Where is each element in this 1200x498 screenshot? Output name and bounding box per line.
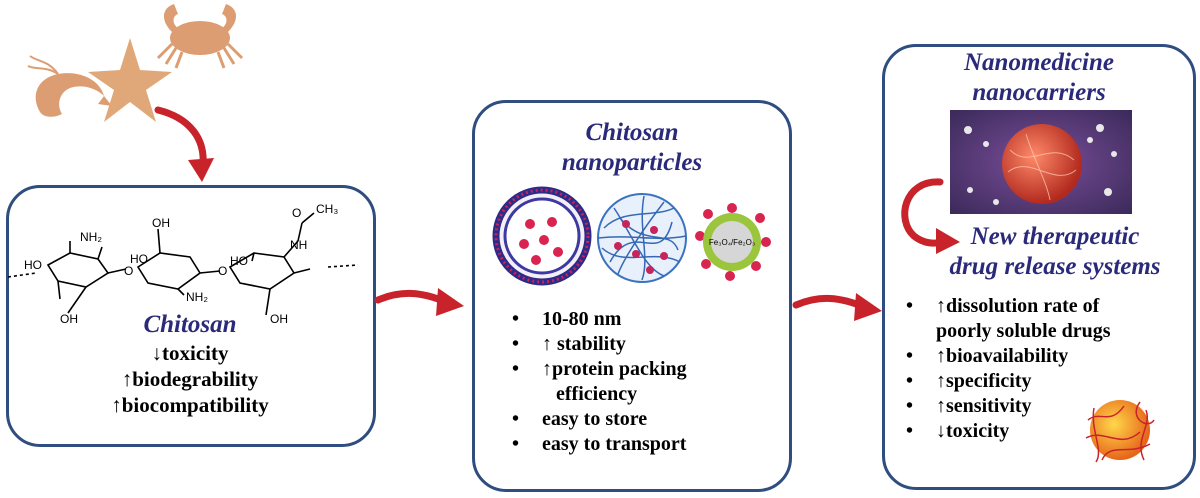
np-bullet-size: 10-80 nm xyxy=(506,307,786,332)
label-o-link1: O xyxy=(124,264,133,278)
nc-bullet-bioavailability: ↑bioavailability xyxy=(900,344,1190,369)
label-nh2-bottom: NH₂ xyxy=(186,290,208,304)
nanoparticles-title-line1: Chitosan xyxy=(585,119,679,146)
nanocarriers-title-line1: Nanomedicine xyxy=(964,49,1114,76)
polymer-network-particle xyxy=(597,193,687,283)
np-bullet-protein: ↑protein packing xyxy=(506,357,786,382)
drug-carrier-sphere xyxy=(1085,400,1155,463)
chitosan-structure: OH NH₂ CH₃ O NH HO O HO O HO NH₂ OH OH xyxy=(7,202,359,326)
starfish-icon xyxy=(88,38,172,122)
label-nh: NH xyxy=(290,238,307,252)
label-oh-bottom2: OH xyxy=(270,312,288,326)
chitosan-title: Chitosan xyxy=(143,311,237,338)
nanocarrier-image xyxy=(950,110,1132,214)
crab-icon xyxy=(156,4,244,69)
label-ho2: HO xyxy=(130,252,148,266)
label-ho3: HO xyxy=(230,254,248,268)
nc-bullet-dissolution-cont: poorly soluble drugs xyxy=(936,320,1111,342)
nanoparticles-title-line2: nanoparticles xyxy=(561,149,703,176)
drug-release-title-line2: drug release systems xyxy=(949,253,1161,280)
nanocarriers-title: Nanomedicine nanocarriers xyxy=(882,48,1196,108)
label-oh1: OH xyxy=(152,216,170,230)
nanoparticle-core-label: Fe₃O₄/Fe₂O₃ xyxy=(709,238,755,247)
drug-release-title: New therapeutic drug release systems xyxy=(930,222,1180,282)
nanoparticle-illustrations: Fe₃O₄/Fe₂O₃ xyxy=(492,186,771,286)
nanoparticles-title: Chitosan nanoparticles xyxy=(472,118,792,178)
label-ch3: CH₃ xyxy=(316,202,338,216)
chitosan-panel xyxy=(6,185,376,447)
nanocarriers-properties: ↑dissolution rate of poorly soluble drug… xyxy=(900,294,1190,444)
label-nh2-top: NH₂ xyxy=(80,230,102,244)
nc-bullet-toxicity: ↓toxicity xyxy=(900,419,1190,444)
label-ho1: HO xyxy=(24,258,42,272)
nanocarriers-title-line2: nanocarriers xyxy=(972,79,1106,106)
arrow-to-chitosan xyxy=(154,106,214,182)
property-toxicity: ↓toxicity xyxy=(151,341,229,365)
arrow-to-nanocarriers xyxy=(792,293,882,321)
label-o: O xyxy=(292,206,301,220)
curved-arrow-release xyxy=(901,178,960,254)
liposome-particle xyxy=(492,186,592,286)
drug-release-title-line1: New therapeutic xyxy=(970,223,1140,250)
nc-bullet-dissolution: ↑dissolution rate of xyxy=(900,294,1190,319)
label-o-link2: O xyxy=(218,264,227,278)
np-bullet-protein-cont: efficiency xyxy=(556,383,638,405)
chitosan-properties: ↓toxicity ↑biodegrability ↑biocompatibil… xyxy=(80,340,300,418)
nc-bullet-sensitivity: ↑sensitivity xyxy=(900,394,1190,419)
property-biocompatibility: ↑biocompatibility xyxy=(111,393,269,417)
np-bullet-store: easy to store xyxy=(506,407,786,432)
marine-organisms xyxy=(27,4,244,122)
iron-oxide-particle: Fe₃O₄/Fe₂O₃ xyxy=(695,203,771,281)
nc-bullet-specificity: ↑specificity xyxy=(900,369,1190,394)
np-bullet-transport: easy to transport xyxy=(506,432,786,457)
np-bullet-stability: ↑ stability xyxy=(506,332,786,357)
property-biodegrability: ↑biodegrability xyxy=(121,367,259,391)
arrow-to-nanoparticles xyxy=(374,288,464,316)
label-oh-bottom1: OH xyxy=(60,312,78,326)
shrimp-icon xyxy=(27,55,112,117)
nanoparticles-properties: 10-80 nm ↑ stability ↑protein packing ef… xyxy=(506,307,786,457)
